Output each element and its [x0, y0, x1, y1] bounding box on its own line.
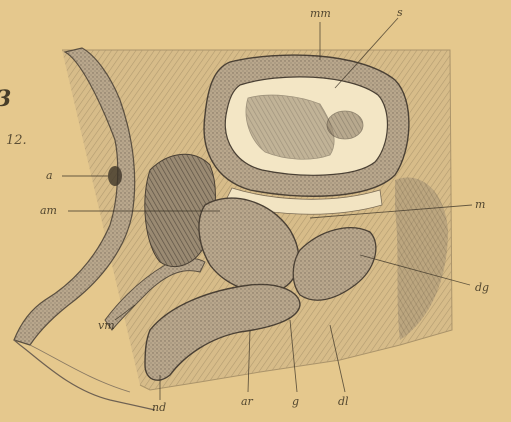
inner-ventral-line [30, 345, 130, 392]
gut-inner-node [327, 111, 363, 139]
label-am: am [40, 205, 57, 216]
label-a: a [46, 170, 53, 181]
label-m: m [475, 199, 485, 210]
label-dl: dl [338, 396, 349, 407]
small-node [108, 166, 122, 186]
side-mark: 12. [6, 134, 27, 147]
label-nd: nd [152, 402, 166, 413]
label-mm: mm [310, 8, 331, 19]
label-vm: vm [98, 320, 115, 331]
label-g: g [292, 396, 299, 407]
label-dg: dg [475, 282, 489, 293]
label-ar: ar [241, 396, 253, 407]
label-s: s [397, 7, 403, 18]
figure-number: 3 [0, 88, 11, 110]
